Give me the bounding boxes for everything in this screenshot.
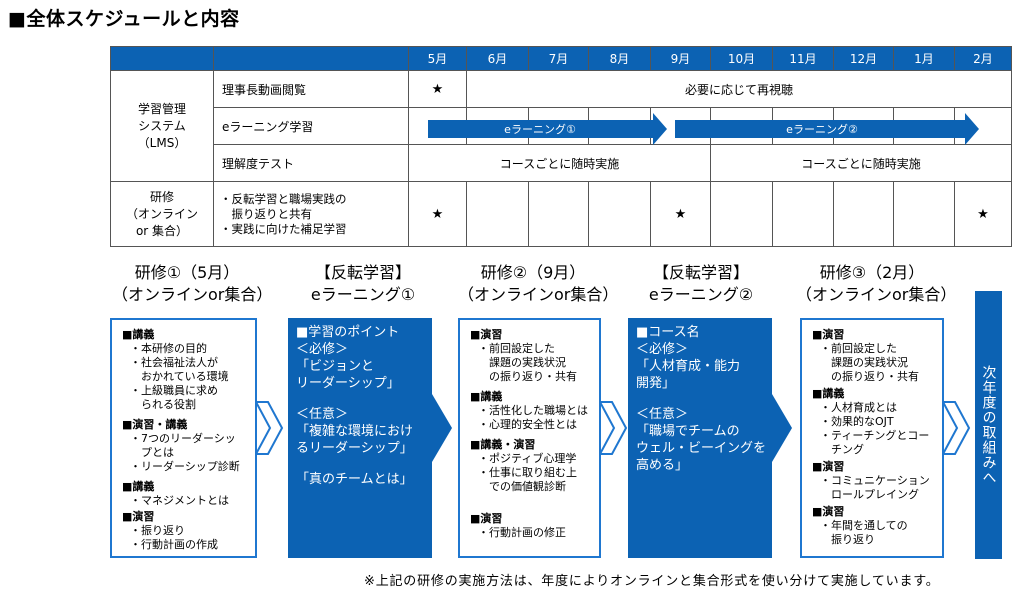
section-title-1: 研修①（5月）（オンラインor集合） <box>112 263 273 304</box>
schedule-table: 5月 6月 7月 8月 9月 10月 11月 12月 1月 2月 学習管理システ… <box>110 46 1012 247</box>
training-3-box: ■演習 ・前回設定した 課題の実践状況 の振り返り・共有 ■講義 ・人材育成とは… <box>800 318 944 558</box>
next-year-banner: 次年度の取組みへ <box>975 291 1002 559</box>
month-header: 10月 <box>710 46 773 71</box>
page-title: ■全体スケジュールと内容 <box>8 8 240 30</box>
span-text: 必要に応じて再視聴 <box>466 70 1012 108</box>
month-header: 11月 <box>772 46 834 71</box>
star-mark: ★ <box>954 181 1012 247</box>
training-2-box: ■演習 ・前回設定した 課題の実践状況 の振り返り・共有 ■講義 ・活性化した職… <box>458 318 601 558</box>
month-header: 7月 <box>528 46 589 71</box>
row-label: 理事長動画閲覧 <box>213 70 409 108</box>
lms-label: 学習管理システム（LMS） <box>110 70 214 182</box>
chevron-arrow <box>432 394 452 462</box>
training-1-box: ■講義 ・本研修の目的・社会福祉法人が おかれている環境・上級職員に求め られる… <box>110 318 257 558</box>
chevron-arrow <box>772 394 792 462</box>
footnote: ※上記の研修の実施方法は、年度によりオンラインと集合形式を使い分けて実施していま… <box>364 574 940 589</box>
month-header-row: 5月 6月 7月 8月 9月 10月 11月 12月 1月 2月 <box>110 46 1012 71</box>
star-mark: ★ <box>408 70 467 108</box>
month-header: 2月 <box>954 46 1012 71</box>
section-title-4: 【反転学習】eラーニング② <box>648 263 754 304</box>
row-label: eラーニング学習 <box>213 107 409 145</box>
month-header: 9月 <box>650 46 711 71</box>
section-title-3: 研修②（9月）（オンラインor集合） <box>458 263 619 304</box>
header-blank <box>213 46 409 71</box>
elearning-2-box: ■コース名＜必修＞「人材育成・能力開発」 ＜任意＞「職場でチームのウェル・ビーイ… <box>628 318 772 558</box>
month-header: 6月 <box>466 46 529 71</box>
row-label: 理解度テスト <box>213 144 409 182</box>
span-text: コースごとに随時実施 <box>710 144 1012 182</box>
star-mark: ★ <box>408 181 467 247</box>
star-mark: ★ <box>650 181 711 247</box>
training-items: ・反転学習と職場実践の 振り返りと共有・実践に向けた補足学習 <box>213 181 409 247</box>
span-text: コースごとに随時実施 <box>408 144 711 182</box>
header-blank <box>110 46 214 71</box>
row-video: 学習管理システム（LMS） 理事長動画閲覧 ★ 必要に応じて再視聴 <box>110 70 1012 182</box>
row-elearning: eラーニング学習 <box>111 107 1012 145</box>
month-header: 12月 <box>833 46 894 71</box>
section-title-2: 【反転学習】eラーニング① <box>310 263 416 304</box>
chevron-arrow <box>254 401 284 455</box>
elearning-1-box: ■学習のポイント＜必修＞「ビジョンとリーダーシップ」 ＜任意＞「複雑な環境におけ… <box>288 318 432 558</box>
month-header: 5月 <box>408 46 467 71</box>
chevron-arrow <box>941 401 971 455</box>
month-header: 8月 <box>588 46 651 71</box>
row-test: 理解度テスト コースごとに随時実施 コースごとに随時実施 <box>111 144 1012 182</box>
month-header: 1月 <box>893 46 955 71</box>
section-title-5: 研修③（2月）（オンラインor集合） <box>796 263 957 304</box>
chevron-arrow <box>598 401 628 455</box>
